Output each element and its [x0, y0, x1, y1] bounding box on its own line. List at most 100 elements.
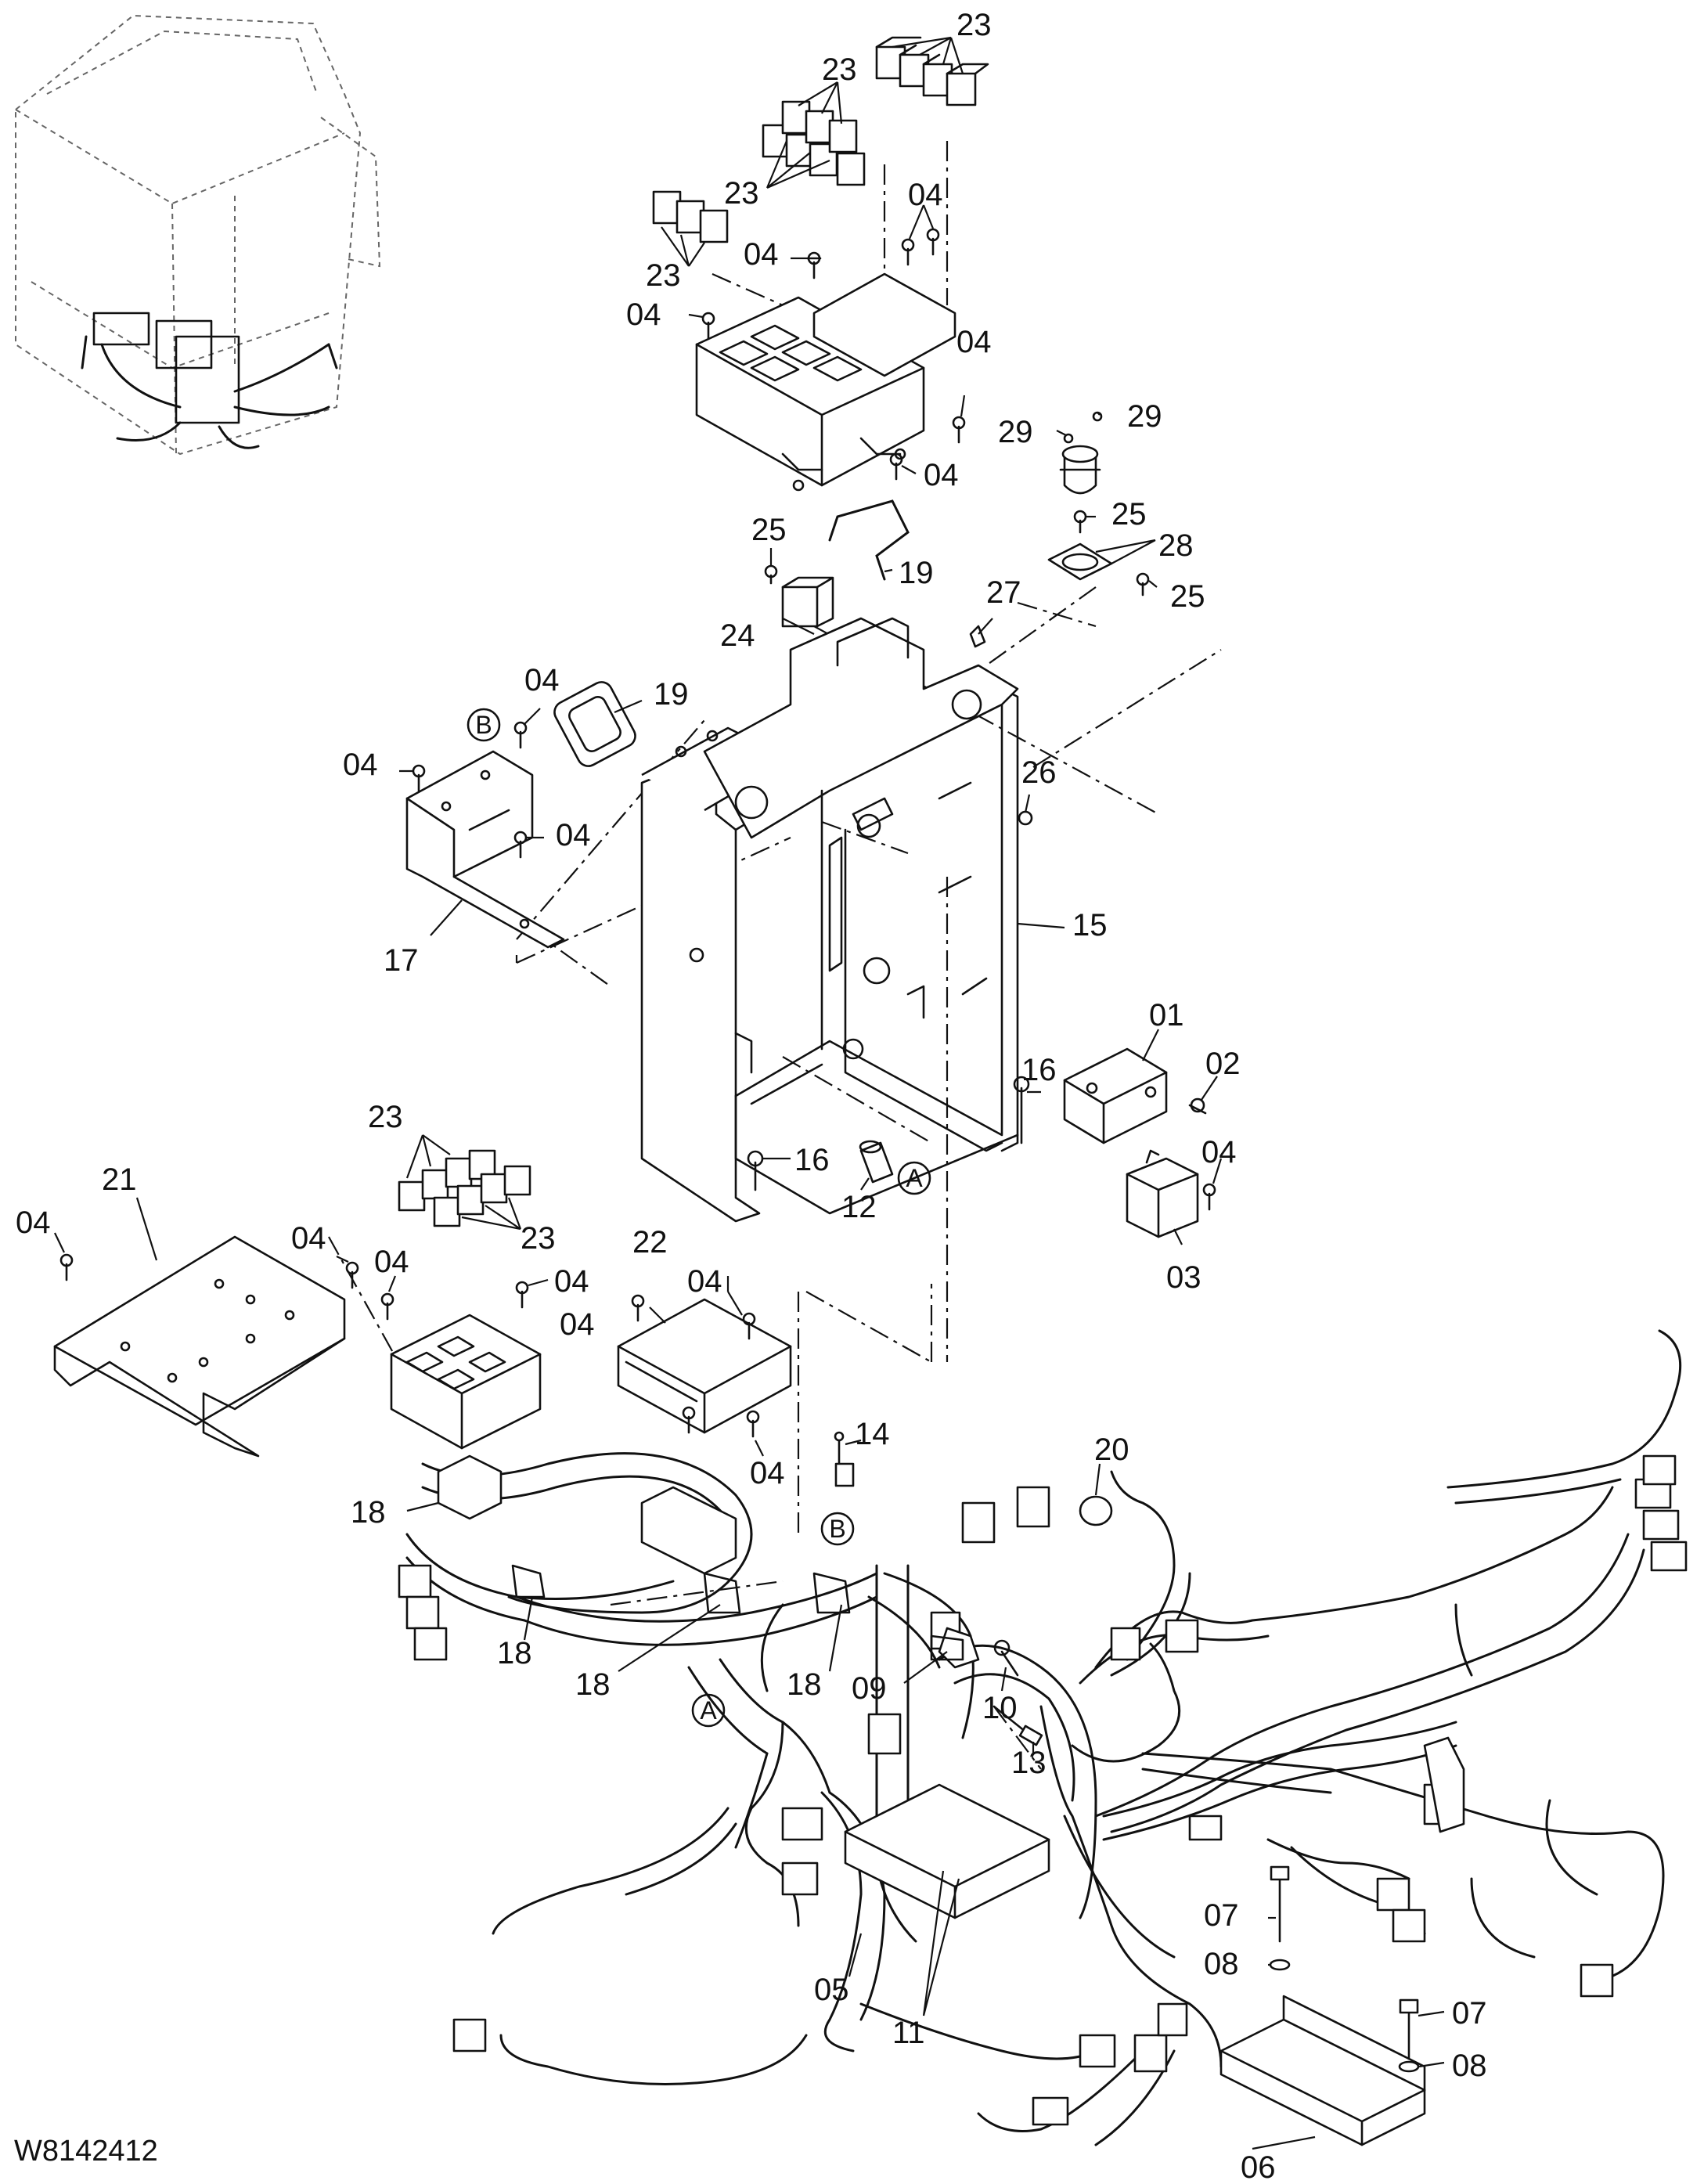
ref-mark-a-lower: A	[700, 1696, 717, 1724]
callout-19-a: 19	[899, 556, 934, 590]
callout-26: 26	[1021, 755, 1057, 790]
connector-y	[398, 1564, 432, 1598]
callout-10: 10	[982, 1691, 1018, 1725]
clamp-09	[938, 1627, 980, 1669]
callout-18-b: 18	[497, 1636, 532, 1670]
reference-marks: B A B A	[467, 708, 931, 1728]
relay-block-lower	[390, 1149, 542, 1450]
callout-21: 21	[102, 1162, 137, 1197]
plate-05	[844, 1783, 1050, 1919]
callout-16-a: 16	[1021, 1053, 1057, 1087]
callout-23-b: 23	[822, 52, 857, 87]
connector-p	[1642, 1454, 1677, 1486]
callout-23-f: 23	[521, 1221, 556, 1256]
connector-s	[1392, 1908, 1426, 1943]
callout-04-d: 04	[956, 325, 992, 359]
grommet-19	[553, 681, 636, 767]
connector-x	[437, 1454, 503, 1520]
connector-w	[640, 1486, 737, 1575]
module-03	[1126, 1149, 1199, 1238]
callout-23-c: 23	[724, 176, 759, 211]
callout-22: 22	[632, 1225, 668, 1260]
callout-18-c: 18	[575, 1667, 611, 1702]
callout-04-n: 04	[687, 1264, 722, 1299]
callout-29-a: 29	[998, 415, 1033, 449]
flange-28	[1047, 542, 1113, 581]
connector-z	[405, 1595, 440, 1630]
callout-04-l: 04	[374, 1245, 409, 1279]
callout-13: 13	[1011, 1746, 1047, 1780]
ref-mark-a-upper: A	[906, 1164, 923, 1192]
callout-04-i: 04	[1201, 1135, 1237, 1169]
callout-08-b: 08	[1452, 2049, 1487, 2083]
ref-mark-b-upper: B	[475, 711, 492, 739]
connector-ab	[781, 1807, 823, 1841]
clip-27	[969, 625, 986, 648]
cab-overview-inset	[15, 14, 381, 456]
callout-25-c: 25	[1170, 579, 1205, 614]
relay-group-top-right	[875, 36, 989, 106]
callout-05: 05	[814, 1973, 849, 2007]
plug-20	[1079, 1495, 1113, 1526]
callout-labels: 23 23 23 23 04 04 04 04 04 29 29 25 25 2…	[16, 8, 1487, 2184]
callout-06: 06	[1241, 2150, 1276, 2184]
callout-04-o: 04	[560, 1307, 595, 1342]
bracket-17	[405, 750, 565, 949]
callout-16-b: 16	[794, 1143, 830, 1177]
callout-02: 02	[1205, 1047, 1241, 1081]
callout-23-d: 23	[646, 258, 681, 293]
plug-29	[1059, 445, 1101, 495]
controller-22	[617, 1298, 792, 1434]
connector-t	[1580, 1963, 1614, 1998]
callout-04-j: 04	[16, 1206, 51, 1240]
connector-n	[1642, 1509, 1680, 1541]
callout-25-b: 25	[1111, 497, 1147, 532]
leader-lines	[54, 36, 1445, 2150]
callout-14: 14	[855, 1417, 890, 1451]
main-bracket	[640, 617, 1019, 1223]
ref-mark-b-lower: B	[829, 1515, 845, 1543]
callout-29-b: 29	[1127, 399, 1162, 434]
connector-i	[1133, 2034, 1168, 2073]
callout-18-a: 18	[351, 1495, 386, 1530]
fasteners	[59, 228, 1420, 2073]
callout-07-b: 07	[1452, 1996, 1487, 2031]
callout-04-k: 04	[291, 1221, 326, 1256]
collar-12	[859, 1140, 894, 1184]
callout-23-e: 23	[368, 1100, 403, 1134]
callout-28: 28	[1158, 528, 1194, 563]
plate-21	[53, 1235, 346, 1458]
callout-04-p: 04	[750, 1456, 785, 1490]
drawing-number: W8142412	[14, 2135, 158, 2168]
callout-04-e: 04	[924, 458, 959, 492]
callout-17: 17	[384, 943, 419, 978]
connector-a	[961, 1501, 996, 1544]
callout-04-h: 04	[556, 818, 591, 852]
connector-j	[1165, 1619, 1199, 1653]
bracket-01	[1063, 1047, 1168, 1144]
connector-l	[1188, 1815, 1223, 1841]
relay-group-top-center	[762, 100, 866, 186]
bracket-06	[1219, 2018, 1426, 2146]
connector-d	[867, 1713, 902, 1755]
connector-e	[781, 1861, 819, 1896]
connector-h	[1032, 2096, 1069, 2126]
callout-18-d: 18	[787, 1667, 822, 1702]
callout-04-c: 04	[626, 297, 661, 332]
relay-24	[781, 576, 834, 628]
callout-03: 03	[1166, 1260, 1201, 1295]
callout-08-a: 08	[1204, 1947, 1239, 1981]
callout-04-f: 04	[524, 663, 560, 697]
wiring-harness	[398, 1329, 1688, 2146]
connector-k	[1110, 1627, 1141, 1661]
callout-04-a: 04	[744, 237, 779, 272]
connector-o	[1650, 1541, 1688, 1572]
callout-04-b: 04	[908, 178, 943, 212]
connector-aa	[413, 1627, 448, 1661]
connector-b	[1016, 1486, 1050, 1528]
clamp-wire-19	[828, 499, 910, 581]
callout-04-g: 04	[343, 748, 378, 782]
callout-12: 12	[841, 1190, 877, 1224]
callout-24: 24	[720, 618, 755, 653]
